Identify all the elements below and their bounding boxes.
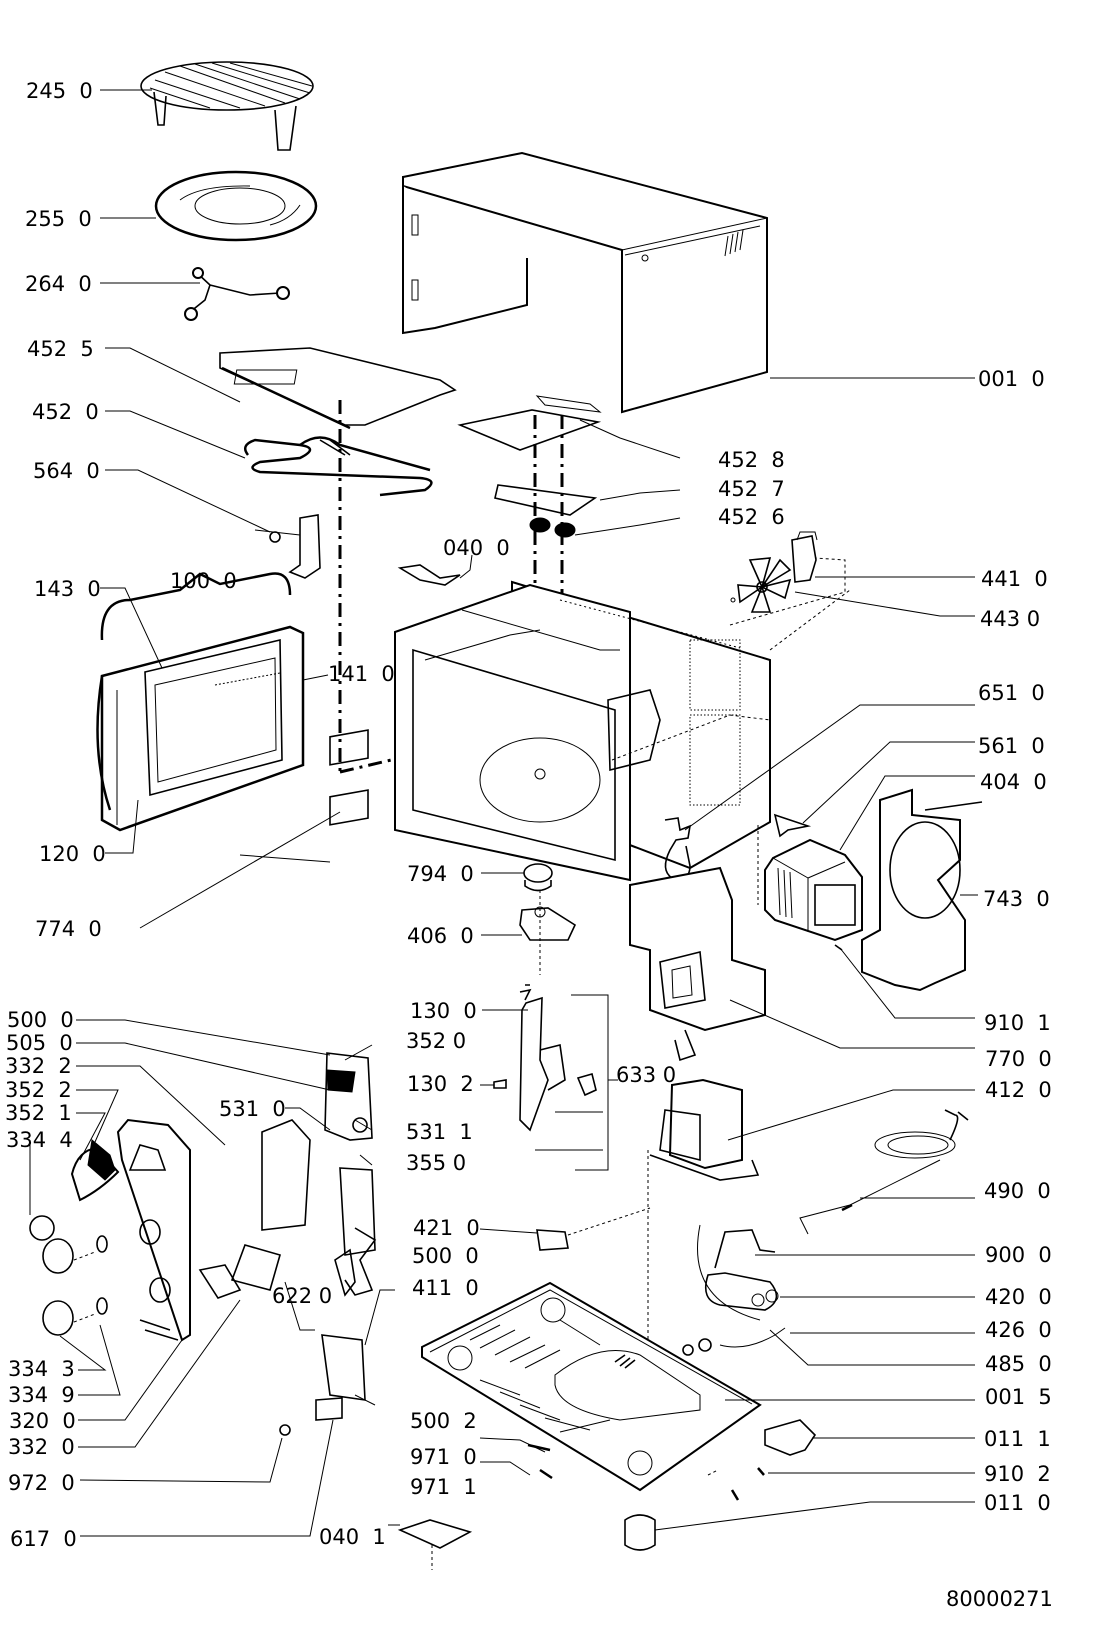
label-452-5: 452 5 <box>27 337 94 361</box>
wire-rack-drawing <box>140 61 314 151</box>
label-355-0: 355 0 <box>406 1151 467 1175</box>
label-452-8: 452 8 <box>718 448 785 472</box>
label-130-2: 130 2 <box>407 1072 474 1096</box>
label-320-0: 320 0 <box>9 1409 76 1433</box>
label-500-0: 500 0 <box>7 1008 74 1032</box>
label-001-0: 001 0 <box>978 367 1045 391</box>
control-panel-drawing <box>116 1118 191 1342</box>
label-334-3: 334 3 <box>8 1357 75 1381</box>
label-040-1: 040 1 <box>319 1525 386 1549</box>
label-420-0: 420 0 <box>985 1285 1052 1309</box>
label-770-0: 770 0 <box>985 1047 1052 1071</box>
label-564-0: 564 0 <box>33 459 100 483</box>
label-774-0: 774 0 <box>35 917 102 941</box>
label-332-2: 332 2 <box>5 1054 72 1078</box>
label-120-0: 120 0 <box>39 842 106 866</box>
label-972-0: 972 0 <box>8 1471 75 1495</box>
label-441-0: 441 0 <box>981 567 1048 591</box>
label-485-0: 485 0 <box>985 1352 1052 1376</box>
grill-cover-drawing <box>219 347 457 430</box>
power-cord-drawing <box>799 1109 969 1235</box>
label-334-4: 334 4 <box>6 1128 73 1152</box>
label-001-5: 001 5 <box>985 1385 1052 1409</box>
label-651-0: 651 0 <box>978 681 1045 705</box>
label-794-0: 794 0 <box>407 862 474 886</box>
label-011-1: 011 1 <box>984 1427 1051 1451</box>
label-352-2: 352 2 <box>5 1078 72 1102</box>
fan-drawing <box>737 531 818 613</box>
label-971-1: 971 1 <box>410 1475 477 1499</box>
grill-element-drawing <box>243 436 433 497</box>
label-264-0: 264 0 <box>25 272 92 296</box>
label-334-9: 334 9 <box>8 1383 75 1407</box>
label-141-0: 141 0 <box>328 662 395 686</box>
label-910-1: 910 1 <box>984 1011 1051 1035</box>
transformer-drawing <box>649 1078 760 1181</box>
label-910-2: 910 2 <box>984 1462 1051 1486</box>
label-743-0: 743 0 <box>983 887 1050 911</box>
glass-plate-drawing <box>154 170 318 242</box>
oven-cavity-drawing <box>394 580 771 882</box>
label-040-0: 040 0 <box>443 536 510 560</box>
magnetron-drawing <box>764 838 863 942</box>
label-452-0: 452 0 <box>32 400 99 424</box>
label-900-0: 900 0 <box>985 1243 1052 1267</box>
outer-casing-drawing <box>402 151 768 414</box>
label-011-0: 011 0 <box>984 1491 1051 1515</box>
label-452-6: 452 6 <box>718 505 785 529</box>
label-500-0-b: 500 0 <box>412 1244 479 1268</box>
label-622-0: 622 0 <box>272 1284 333 1308</box>
label-531-1: 531 1 <box>406 1120 473 1144</box>
label-633-0: 633 0 <box>616 1063 677 1087</box>
label-505-0: 505 0 <box>6 1031 73 1055</box>
label-426-0: 426 0 <box>985 1318 1052 1342</box>
label-130-0: 130 0 <box>410 999 477 1023</box>
air-duct-drawing <box>861 788 983 992</box>
label-500-2: 500 2 <box>410 1409 477 1433</box>
base-plate-drawing <box>421 1281 762 1492</box>
label-561-0: 561 0 <box>978 734 1045 758</box>
label-255-0: 255 0 <box>25 207 92 231</box>
label-245-0: 245 0 <box>26 79 93 103</box>
drawing-number: 80000271 <box>946 1587 1053 1611</box>
label-100-0: 100 0 <box>170 569 237 593</box>
label-452-7: 452 7 <box>718 477 785 501</box>
label-143-0: 143 0 <box>34 577 101 601</box>
label-404-0: 404 0 <box>980 770 1047 794</box>
label-617-0: 617 0 <box>10 1527 77 1551</box>
label-406-0: 406 0 <box>407 924 474 948</box>
cover-drawing <box>629 866 766 1062</box>
label-352-1: 352 1 <box>5 1101 72 1125</box>
roller-support-drawing <box>184 267 290 321</box>
label-352-0: 352 0 <box>406 1029 467 1053</box>
label-332-0: 332 0 <box>8 1435 75 1459</box>
bracket-drawing <box>254 514 321 579</box>
label-411-0: 411 0 <box>412 1276 479 1300</box>
label-531-0: 531 0 <box>219 1097 286 1121</box>
label-971-0: 971 0 <box>410 1445 477 1469</box>
door-drawing <box>96 572 305 832</box>
label-443-0: 443 0 <box>980 607 1041 631</box>
label-421-0: 421 0 <box>413 1216 480 1240</box>
label-490-0: 490 0 <box>984 1179 1051 1203</box>
label-412-0: 412 0 <box>985 1078 1052 1102</box>
